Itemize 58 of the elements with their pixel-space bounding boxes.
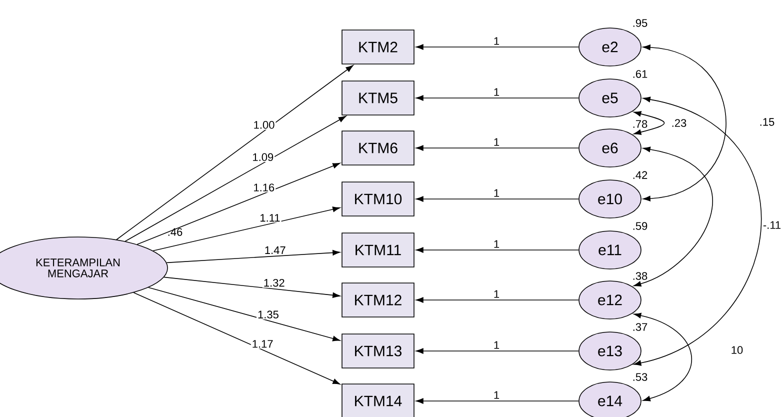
- path-arrow: [152, 206, 340, 252]
- edge-label: 1: [492, 188, 501, 198]
- path-arrow: [166, 250, 340, 264]
- edge-label: 1.16: [252, 182, 276, 192]
- path-arrow: [416, 398, 579, 404]
- indicator-box: KTM12: [342, 282, 414, 318]
- indicator-box: KTM2: [342, 30, 414, 64]
- variance-label: .42: [633, 171, 648, 179]
- indicator-box: KTM6: [342, 130, 414, 166]
- edge-label: 1: [492, 340, 501, 350]
- path-arrow: [416, 145, 579, 151]
- edge-label: 1.00: [252, 120, 276, 130]
- indicator-box: KTM14: [342, 384, 414, 417]
- edge-label: 1: [492, 239, 501, 249]
- edge-label: 1.11: [258, 213, 282, 223]
- edge-label: 1: [492, 36, 501, 46]
- edge-label: 1.32: [262, 278, 286, 288]
- path-arrow: [116, 65, 354, 240]
- edge-label: .15: [758, 117, 776, 127]
- path-arrow: [136, 162, 340, 245]
- indicator-box: KTM5: [342, 80, 414, 116]
- covariance-arrow: [634, 96, 762, 366]
- variance-label: .38: [633, 272, 648, 280]
- covariance-arrow: [634, 111, 665, 135]
- edge-label: 1: [492, 289, 501, 299]
- edge-label: 1: [492, 390, 501, 400]
- edge-label: 1.47: [263, 245, 287, 255]
- path-arrow: [416, 247, 579, 253]
- path-arrow: [416, 44, 579, 50]
- edge-label: .23: [670, 118, 688, 128]
- path-arrow: [148, 287, 340, 342]
- covariance-arrow: [634, 312, 692, 402]
- edge-label: 1.35: [256, 310, 280, 320]
- edge-label: -.11: [762, 220, 782, 230]
- variance-label: .61: [633, 70, 648, 78]
- variance-label: .95: [633, 19, 648, 27]
- indicator-box: KTM11: [342, 232, 414, 268]
- edge-label: 1: [492, 87, 501, 97]
- indicator-box: KTM10: [342, 182, 414, 216]
- path-arrow: [164, 276, 340, 298]
- path-arrow: [416, 95, 579, 101]
- path-arrow: [416, 348, 579, 354]
- edge-label: 1.09: [251, 152, 275, 162]
- variance-label: .46: [168, 228, 182, 236]
- path-arrow: [416, 196, 579, 202]
- path-arrow: [416, 297, 579, 303]
- variance-label: .53: [633, 373, 648, 381]
- path-arrow: [133, 292, 340, 385]
- path-arrow: [124, 116, 346, 242]
- variance-label: .37: [633, 323, 648, 331]
- edge-label: 10: [730, 345, 744, 355]
- indicator-box: KTM13: [342, 334, 414, 368]
- covariance-arrow: [634, 146, 713, 287]
- edge-label: 1: [492, 137, 501, 147]
- edge-label: 1.17: [250, 339, 274, 349]
- variance-label: .78: [633, 120, 648, 128]
- covariance-arrow: [642, 44, 726, 202]
- variance-label: .59: [633, 222, 648, 230]
